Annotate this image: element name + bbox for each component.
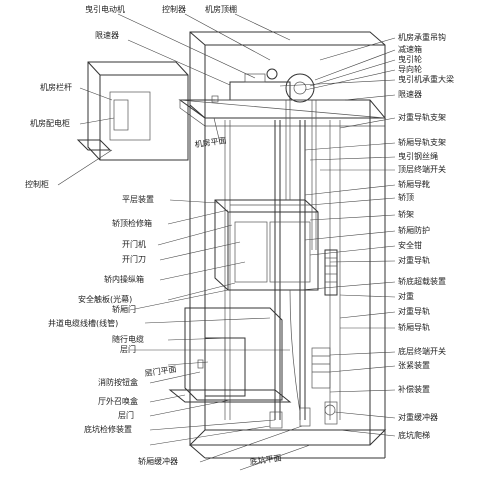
label-power-distribution: 机房配电柜: [30, 118, 70, 128]
label-car-wall: 轿内操纵箱: [104, 274, 144, 284]
label-limiter-tension: 限速器: [398, 90, 422, 99]
label-machine-room-guardrail: 机房栏杆: [40, 82, 72, 92]
label-landing-door: 层门: [120, 344, 136, 354]
leader-lines: [57, 13, 396, 471]
label-control-cabinet-top: 控制器: [162, 4, 186, 14]
label-counterweight-rail-bracket: 对重导轨支架: [398, 112, 446, 122]
pit-equipment: [269, 347, 338, 429]
label-main-load-beam: 曳引机承重大梁: [398, 74, 454, 84]
label-door-sill: 层门: [118, 410, 134, 420]
label-counterweight-frame: 随行电缆: [112, 334, 144, 344]
label-levelling-device: 平层装置: [122, 194, 154, 204]
label-car-safety-gear: 安全钳: [398, 240, 422, 250]
label-fire-switch: 消防按钮盒: [98, 377, 138, 387]
label-pit-limit-switch: 底层终端开关: [398, 346, 446, 356]
label-control-panel: 控制柜: [25, 179, 49, 189]
label-car-rail-bracket: 轿厢导轨支架: [398, 137, 446, 147]
label-speed-limiter: 限速器: [95, 31, 119, 40]
label-traction-motor: 曳引电动机: [85, 4, 125, 14]
label-car-guide-shoe: 轿厢导靴: [398, 179, 430, 189]
ropes: [285, 100, 317, 413]
label-traveling-cable: 井道电缆线槽(线管): [48, 318, 118, 328]
label-machine-room-hook: 机房承重吊钩: [398, 32, 446, 42]
label-car-rail: 轿厢导轨: [398, 322, 430, 332]
elevator-car: [214, 199, 319, 291]
label-car-top: 轿顶: [398, 192, 414, 202]
label-outer-call: 厅外召唤盒: [98, 396, 138, 406]
power-room-annex: [76, 61, 189, 161]
counterweight: [324, 249, 338, 296]
label-compensation: 补偿装置: [398, 384, 430, 394]
label-counterweight-rail: 对重导轨: [398, 255, 430, 265]
label-pit-inspection: 底坑检修装置: [84, 424, 132, 434]
label-car-buffer-bottom: 轿厢缓冲器: [138, 456, 178, 466]
guide-rails: [224, 120, 341, 420]
label-top-limit-switch: 顶层终端开关: [398, 164, 446, 174]
label-tension-device: 张紧装置: [398, 360, 430, 370]
label-counterweight-buffer: 对重缓冲器: [398, 412, 438, 422]
label-car-door: 开门刀: [122, 254, 146, 264]
shaft: [188, 100, 387, 459]
label-hall-door: 轿厢门: [112, 304, 136, 314]
label-traction-wheel: 曳引轮: [398, 54, 422, 64]
label-machine-room-floor: 机房平面: [194, 135, 227, 149]
label-guide-wheel: 导向轮: [398, 64, 422, 74]
label-door-operator: 开门机: [122, 239, 146, 249]
label-counterweight: 对重: [398, 291, 414, 301]
label-hall-call: 层门平面: [144, 364, 177, 378]
label-traction-rope: 曳引钢丝绳: [398, 151, 438, 161]
label-limit-switch-cam: 轿厢防护: [398, 225, 430, 235]
label-car-frame: 轿架: [398, 209, 414, 219]
label-pit-ladder: 底坑爬梯: [398, 430, 430, 440]
label-car-upper-beam: 轿顶检修箱: [112, 218, 152, 228]
label-pit-floor: 底坑平面: [249, 452, 282, 466]
label-car-buffer: 轿底超载装置: [398, 276, 446, 286]
label-counterweight-wheel: 对重导轨: [398, 306, 430, 316]
label-light-curtain: 安全触板(光幕): [78, 294, 132, 304]
label-machine-room-ceiling: 机房顶棚: [205, 4, 237, 14]
labels: 曳引电动机 控制器 机房顶棚 限速器 机房栏杆 机房配电柜 控制柜 机房平面 机…: [25, 4, 454, 467]
label-reducer: 减速箱: [398, 44, 422, 54]
